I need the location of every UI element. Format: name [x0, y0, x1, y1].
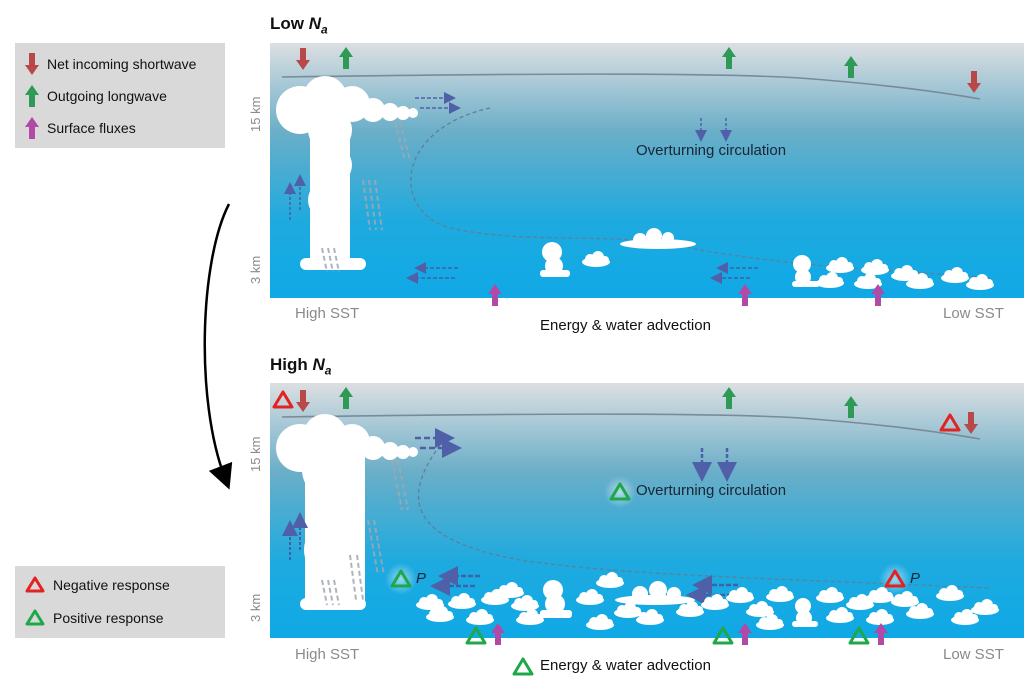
- axis-label-3km: 3 km: [248, 255, 263, 284]
- arrow-up-icon: [25, 85, 39, 107]
- triangle-icon: [25, 576, 45, 593]
- circulation-path: [417, 444, 991, 589]
- legend-item-negative: Negative response: [25, 576, 170, 594]
- precipitation-streaks: [321, 459, 409, 606]
- legend-item-shortwave: Net incoming shortwave: [25, 53, 196, 75]
- high-sst-label: High SST: [295, 305, 360, 322]
- positive-response-icon: [609, 482, 631, 501]
- legend-item-positive: Positive response: [25, 609, 164, 627]
- precipitation-label: P: [910, 570, 921, 587]
- high-sst-label: High SST: [295, 646, 360, 663]
- arrow-up-icon: [25, 117, 39, 139]
- advection-label: Energy & water advection: [540, 657, 711, 674]
- positive-response-icon: [390, 569, 412, 588]
- positive-response-icon: [512, 657, 534, 676]
- negative-response-icon: [884, 569, 906, 588]
- panel-low-na: [270, 43, 1024, 306]
- legend-item-surface-fluxes: Surface fluxes: [25, 117, 136, 139]
- sky-background: [270, 43, 1024, 298]
- shallow-clouds: [416, 572, 999, 630]
- low-sst-label: Low SST: [943, 305, 1004, 322]
- subsidence-arrows: [695, 118, 732, 142]
- shallow-clouds: [540, 228, 994, 290]
- precipitation-label: P: [416, 570, 427, 587]
- legend-label: Outgoing longwave: [47, 88, 167, 104]
- negative-response-icon: [272, 390, 294, 409]
- positive-response-icon: [848, 626, 870, 645]
- legend-label: Positive response: [53, 610, 164, 626]
- panel-title-low: Low Na: [270, 14, 328, 37]
- legend-item-longwave: Outgoing longwave: [25, 85, 167, 107]
- axis-label-15km: 15 km: [248, 96, 263, 132]
- tropopause-line: [281, 73, 981, 100]
- tropopause-line: [281, 413, 981, 440]
- updraft-arrows: [284, 174, 306, 220]
- triangle-icon: [25, 609, 45, 626]
- low-sst-label: Low SST: [943, 646, 1004, 663]
- subsidence-arrows: [692, 448, 737, 482]
- transition-arrow: [203, 203, 233, 490]
- outflow-arrows: [415, 428, 462, 458]
- axis-label-15km: 15 km: [248, 436, 263, 472]
- circulation-label: Overturning circulation: [636, 482, 787, 499]
- response-legend: Negative response Positive response: [15, 566, 225, 638]
- panel-high-na: [270, 383, 1024, 676]
- updraft-arrows: [282, 512, 308, 560]
- circulation-label: Overturning circulation: [636, 142, 787, 159]
- advection-label: Energy & water advection: [540, 317, 711, 334]
- deep-convective-cloud: [276, 76, 418, 270]
- legend-label: Surface fluxes: [47, 120, 136, 136]
- flux-legend: Net incoming shortwave Outgoing longwave…: [15, 43, 225, 148]
- legend-label: Negative response: [53, 577, 170, 593]
- axis-label-3km: 3 km: [248, 593, 263, 622]
- precipitation-streaks: [321, 121, 411, 273]
- arrow-down-icon: [25, 53, 39, 75]
- positive-response-icon: [465, 626, 487, 645]
- panel-title-high: High Na: [270, 355, 332, 378]
- positive-response-icon: [712, 626, 734, 645]
- negative-response-icon: [939, 413, 961, 432]
- legend-label: Net incoming shortwave: [47, 56, 197, 72]
- return-flow-arrows: [406, 262, 758, 284]
